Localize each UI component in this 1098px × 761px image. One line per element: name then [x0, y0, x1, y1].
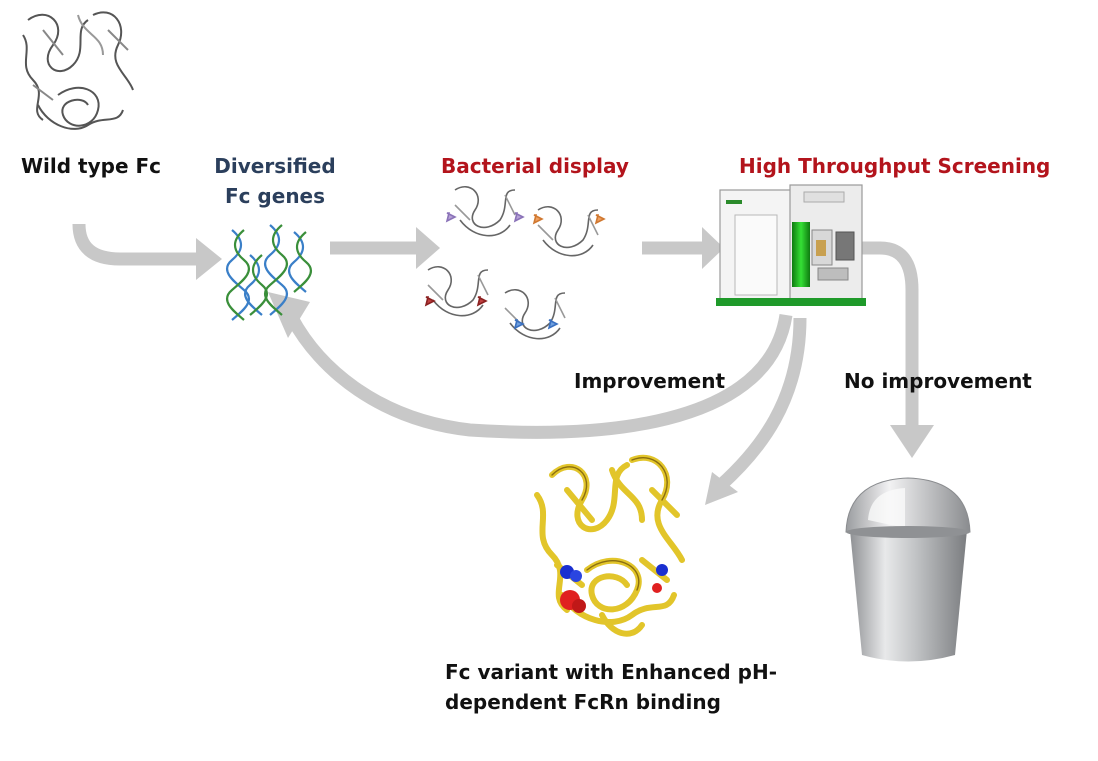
arrow-heads: [196, 227, 934, 505]
variant-structure: [534, 454, 685, 637]
variant-line1: Fc variant with Enhanced pH-: [445, 660, 778, 684]
diversified-line2: Fc genes: [224, 184, 326, 208]
trash-can-icon: [845, 477, 971, 662]
arrow-to-variant: [715, 317, 807, 491]
mutation-sites: [560, 564, 668, 613]
variant-label: Fc variant with Enhanced pH- dependent F…: [445, 657, 777, 717]
flow-cytometer-icon: [716, 184, 866, 306]
arrow-no-improvement: [858, 241, 919, 425]
hts-label: High Throughput Screening: [739, 154, 1051, 178]
diversified-line1: Diversified: [214, 154, 336, 178]
bacterial-display-label: Bacterial display: [441, 154, 629, 178]
wild-type-structure: [22, 11, 134, 130]
improvement-label: Improvement: [574, 369, 726, 393]
diversified-genes-label: Diversified Fc genes: [210, 151, 340, 211]
dna-helix-icon: [226, 224, 312, 321]
arrow-wildtype-to-genes: [72, 223, 196, 266]
no-improvement-label: No improvement: [844, 369, 1032, 393]
wild-type-label: Wild type Fc: [21, 154, 162, 178]
arrow-improvement-loop: [286, 313, 793, 439]
flow-arrows: [72, 223, 919, 491]
bacterial-display-structures: [424, 186, 606, 340]
variant-line2: dependent FcRn binding: [445, 690, 721, 714]
